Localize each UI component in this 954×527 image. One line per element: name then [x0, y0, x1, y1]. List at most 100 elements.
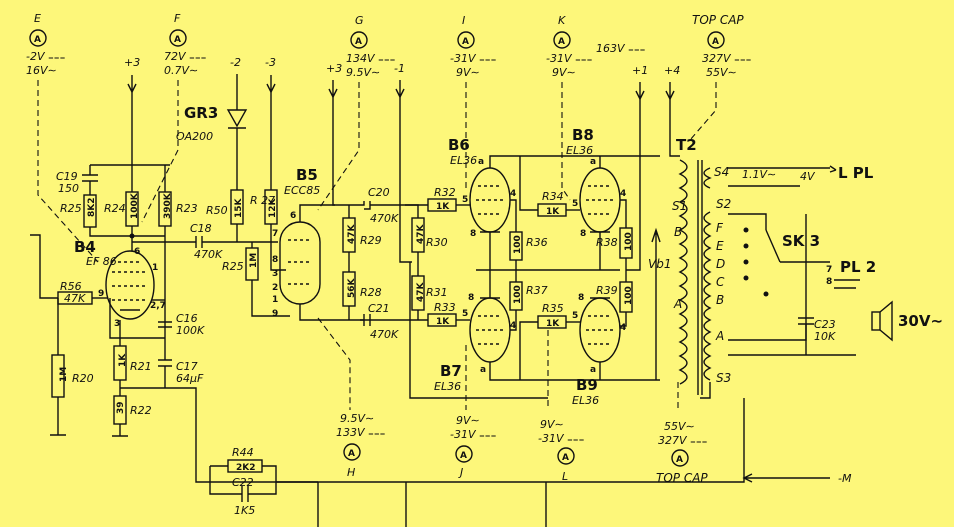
supply-m1-arrow: [395, 80, 405, 99]
pin-b5-6: 6: [290, 211, 296, 221]
c22-value: 1K5: [234, 504, 255, 517]
gr3-type: OA200: [176, 130, 213, 143]
vb1-arrow: [651, 227, 661, 380]
meter-E-probe: [37, 80, 99, 263]
r23-name: R23: [176, 202, 198, 215]
tube-b6-grids: [476, 185, 504, 215]
r35-name: R35: [542, 302, 564, 315]
r20-value: 1M: [59, 367, 69, 382]
r37-lead: [510, 310, 517, 331]
meter-topcap2-circle: [671, 449, 689, 467]
sk3-contact-D[interactable]: [743, 259, 749, 265]
t2-s4-leads: [728, 167, 830, 187]
gr3-diode: [226, 109, 248, 128]
speaker-label: 30V∼: [898, 312, 943, 330]
meter-I-circle: [457, 31, 475, 49]
c20-value: 470K: [370, 212, 399, 225]
pin-b8-a: a: [590, 157, 596, 167]
pin-b9-a: a: [590, 365, 596, 375]
meter-F-letter: F: [174, 12, 181, 25]
meter-L-sym: A: [562, 453, 569, 463]
r44-lead2: [262, 465, 277, 482]
meter-E: E A -2V ₌₌₌ 16V∼: [26, 12, 99, 263]
r22-name: R22: [130, 404, 152, 417]
supply-p3b: +3: [326, 62, 342, 75]
sk3-wiper[interactable]: [765, 229, 781, 263]
meter-L-circle: [557, 447, 575, 465]
pin-b4-9: 9: [98, 289, 104, 299]
r22-value: 39: [116, 401, 126, 414]
t2-s3-lead: [700, 382, 711, 399]
pin-b7-a: a: [480, 365, 486, 375]
gr3-name: GR3: [184, 104, 218, 122]
meter-F: F A 72V ₌₌₌ 0.7V∼: [141, 12, 207, 223]
meter-H-sym: A: [348, 449, 355, 459]
r32-name: R32: [434, 186, 456, 199]
pl2-pin7: 7: [826, 265, 832, 275]
t2-s2: S2: [716, 197, 731, 211]
sk3-contact-E[interactable]: [743, 243, 749, 249]
t2-s1: S1: [672, 199, 687, 213]
meter-E-circle: [29, 29, 47, 47]
transformer-t2: T2 S1 B A S4 1.1V∼ 4V L PL S2 F E D C B …: [669, 99, 943, 399]
pin-b5-2: 2: [272, 283, 278, 293]
c22-body: [209, 466, 277, 502]
c18-name: C18: [190, 222, 212, 235]
tube-b4-grids: [112, 261, 148, 301]
r25b-lead2: [251, 280, 290, 317]
vb1-label: Vb1: [648, 257, 671, 271]
meter-H-v1: 9.5V∼: [340, 412, 374, 425]
c17-name: C17: [176, 360, 198, 373]
b6-screen: [510, 199, 517, 232]
r32-value: 1K: [436, 202, 450, 212]
sk3-contact-C[interactable]: [743, 275, 749, 281]
supply-v163: 163V ₌₌₌: [596, 42, 646, 55]
tap-B: B: [716, 293, 724, 307]
sk3-top: [728, 213, 767, 230]
junction: [129, 233, 135, 239]
t2-s4-winding: [703, 167, 712, 189]
meter-K-circle: [553, 31, 571, 49]
supply-rails: +3 -2 -3 +3 -1 163V ₌₌₌ +1 +4 -M: [124, 42, 852, 485]
sk3-label: SK 3: [782, 232, 820, 250]
r27-value: 12K: [268, 197, 278, 218]
meter-F-probe: [141, 80, 179, 223]
speaker-icon: [871, 311, 881, 331]
meter-topcap-circle: [707, 31, 725, 49]
feedback-rail: [120, 387, 318, 483]
meter-L-letter: L: [562, 470, 568, 483]
r39-value: 100: [624, 286, 634, 305]
r56-name: R56: [60, 280, 82, 293]
tap-A: A: [715, 329, 724, 343]
sk3-contact-F[interactable]: [743, 227, 749, 233]
speaker-cone-icon: [879, 300, 893, 342]
pin-b4-1: 1: [152, 263, 158, 273]
sk3-contact-B[interactable]: [763, 291, 769, 297]
supply-minusM: -M: [838, 472, 852, 485]
meter-H-v2: 133V ₌₌₌: [336, 426, 386, 439]
c22-name: C22: [232, 476, 254, 489]
r20-name: R20: [72, 372, 94, 385]
meter-E-letter: E: [34, 12, 41, 25]
c23-value: 10K: [814, 330, 836, 343]
pin-b5-3: 3: [272, 269, 278, 279]
tube-b9-grids: [586, 315, 614, 345]
bias-network: R30 47K R31 47K: [399, 97, 448, 321]
stage-b4: R56 47K R20 1M B4 EF 86 9 6 1 3 2,7 C19 …: [30, 92, 318, 483]
t2-s3: S3: [716, 371, 731, 385]
r25b-name: R25: [222, 260, 244, 273]
r30-top: [405, 204, 419, 218]
c19-value: 150: [58, 182, 79, 195]
r30-name: R30: [426, 236, 448, 249]
tap-F: F: [716, 221, 724, 235]
supply-p3b-arrow: [328, 80, 338, 99]
t2-sec-v: 1.1V∼: [742, 168, 776, 181]
c20-name: C20: [368, 186, 390, 199]
supply-m3: -3: [265, 56, 276, 69]
screen-supply: [626, 99, 641, 271]
r21-value: 1K: [118, 353, 128, 367]
meter-G-probe: [317, 82, 360, 211]
c19-name: C19: [56, 170, 78, 183]
b5-supply: [332, 97, 335, 206]
b8-cathode: [590, 231, 610, 270]
